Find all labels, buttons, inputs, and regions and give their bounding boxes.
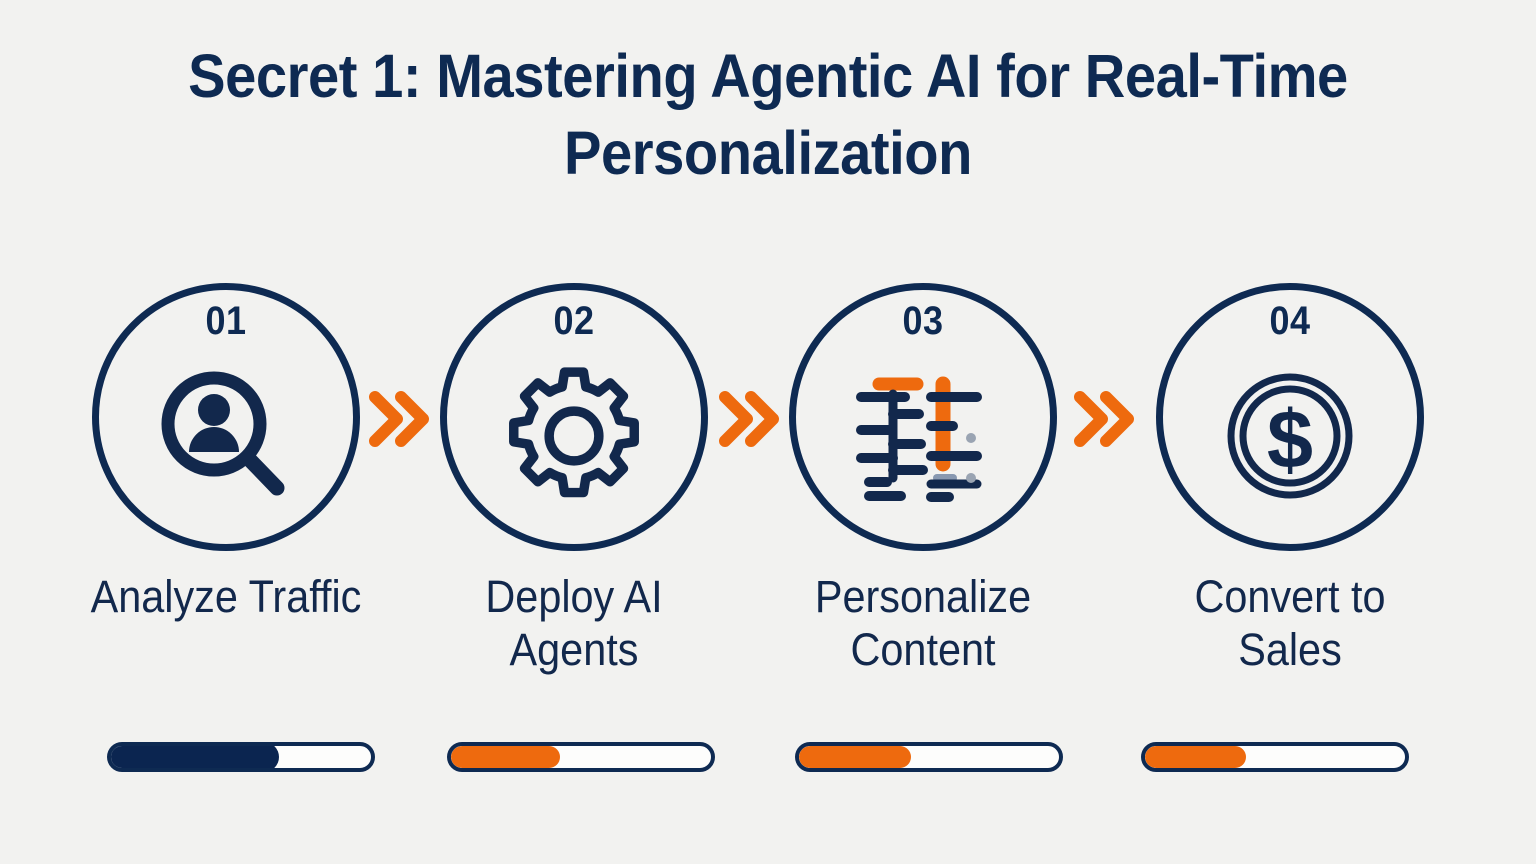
step-number: 03	[902, 299, 944, 343]
progress-bar-2[interactable]	[447, 742, 715, 772]
step-label-2: Deploy AI Agents	[485, 571, 663, 676]
step-label-1: Analyze Traffic	[90, 571, 362, 622]
progress-bars-row	[0, 742, 1536, 782]
step-number: 04	[1269, 299, 1311, 343]
step-number: 01	[205, 299, 247, 343]
progress-bar-fill	[1145, 746, 1247, 768]
dollar-coin-icon: $	[1214, 365, 1366, 507]
progress-bar-fill	[799, 746, 911, 768]
step-1[interactable]: 01	[92, 283, 360, 551]
step-number: 02	[553, 299, 595, 343]
page-title: Secret 1: Mastering Agentic AI for Real-…	[188, 42, 1348, 188]
double-chevron-right-icon-2	[717, 387, 779, 451]
content-layout-icon	[847, 365, 999, 507]
progress-bar-fill	[451, 746, 561, 768]
progress-bar-fill	[111, 746, 279, 768]
step-circle-outline	[92, 283, 360, 551]
step-label-4: Convert to Sales	[1194, 571, 1386, 676]
progress-bar-1[interactable]	[107, 742, 375, 772]
slide-title-block: Secret 1: Mastering Agentic AI for Real-…	[0, 38, 1536, 193]
step-label-3: Personalize Content	[814, 571, 1032, 676]
gear-icon	[498, 365, 650, 507]
step-2[interactable]: 02	[440, 283, 708, 551]
svg-text:$: $	[1267, 393, 1313, 486]
step-circle-outline	[789, 283, 1057, 551]
step-circle-outline	[440, 283, 708, 551]
progress-bar-3[interactable]	[795, 742, 1063, 772]
user-search-icon	[150, 365, 302, 507]
double-chevron-right-icon-1	[367, 387, 429, 451]
process-steps-row: 01 02 03	[0, 283, 1536, 583]
double-chevron-right-icon-3	[1072, 387, 1134, 451]
step-labels-row: Analyze Traffic Deploy AI Agents Persona…	[0, 570, 1536, 680]
step-circle-outline	[1156, 283, 1424, 551]
step-3[interactable]: 03	[789, 283, 1057, 551]
step-4[interactable]: 04 $	[1156, 283, 1424, 551]
progress-bar-4[interactable]	[1141, 742, 1409, 772]
